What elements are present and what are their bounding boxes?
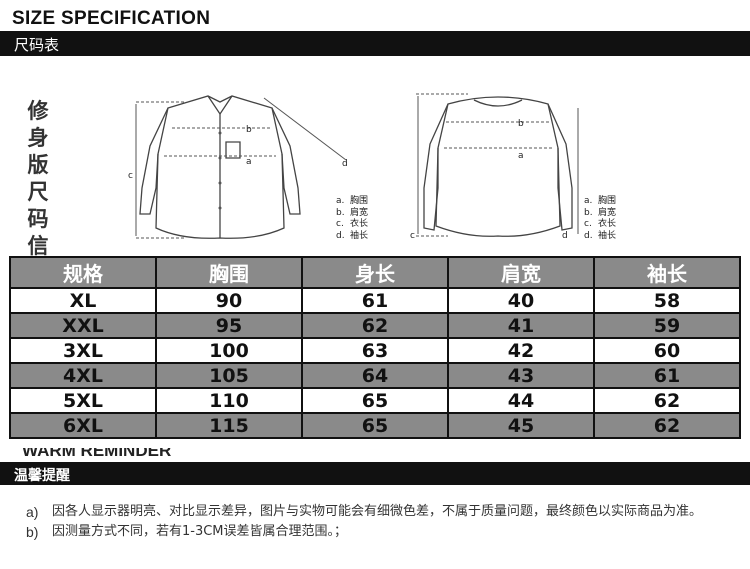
front-diagram-legend: a.胸围 b.肩宽 c.衣长 d.袖长	[336, 196, 369, 241]
table-row: 5XL 110 65 44 62	[9, 387, 741, 414]
table-cell: 61	[593, 362, 741, 389]
table-cell: XL	[9, 287, 157, 314]
table-cell: 105	[155, 362, 303, 389]
table-row: 4XL 105 64 43 61	[9, 362, 741, 389]
table-cell: 60	[593, 337, 741, 364]
shirt-front-diagram: b a c d	[128, 95, 348, 239]
note-item: b) 因测量方式不同，若有1-3CM误差皆属合理范围。；	[26, 522, 726, 542]
back-marker-c: c	[410, 231, 415, 241]
table-row: 3XL 100 63 42 60	[9, 337, 741, 364]
note-marker: b)	[26, 524, 39, 540]
back-diagram-legend: a.胸围 b.肩宽 c.衣长 d.袖长	[584, 196, 617, 241]
table-cell: 58	[593, 287, 741, 314]
size-chart-bar: 尺码表	[0, 31, 750, 56]
header-sleeve: 袖长	[593, 256, 741, 289]
marker-b: b	[246, 125, 252, 135]
note-text: 因各人显示器明亮、对比显示差异，图片与实物可能会有细微色差，不属于质量问题，最终…	[52, 504, 703, 519]
table-cell: 42	[447, 337, 595, 364]
table-cell: 100	[155, 337, 303, 364]
warm-reminder-title: 温馨提醒	[14, 468, 70, 484]
table-cell: 44	[447, 387, 595, 414]
header-length: 身长	[301, 256, 449, 289]
back-marker-d: d	[562, 231, 568, 241]
table-cell: 4XL	[9, 362, 157, 389]
table-cell: 45	[447, 412, 595, 439]
note-text: 因测量方式不同，若有1-3CM误差皆属合理范围。；	[52, 524, 348, 539]
table-row: XL 90 61 40 58	[9, 287, 741, 314]
table-cell: 43	[447, 362, 595, 389]
header-shoulder: 肩宽	[447, 256, 595, 289]
table-cell: 61	[301, 287, 449, 314]
warm-reminder-bar: 温馨提醒	[0, 462, 750, 485]
table-cell: 41	[447, 312, 595, 339]
table-row: XXL 95 62 41 59	[9, 312, 741, 339]
table-cell: XXL	[9, 312, 157, 339]
marker-d: d	[342, 159, 348, 169]
size-table: 规格 胸围 身长 肩宽 袖长 XL 90 61 40 58 XXL 95 62 …	[9, 256, 741, 439]
header-size: 规格	[9, 256, 157, 289]
table-cell: 62	[593, 387, 741, 414]
table-cell: 90	[155, 287, 303, 314]
table-row: 6XL 115 65 45 62	[9, 412, 741, 439]
note-marker: a)	[26, 504, 39, 520]
note-item: a) 因各人显示器明亮、对比显示差异，图片与实物可能会有细微色差，不属于质量问题…	[26, 502, 726, 522]
table-cell: 63	[301, 337, 449, 364]
table-cell: 95	[155, 312, 303, 339]
table-cell: 115	[155, 412, 303, 439]
table-cell: 110	[155, 387, 303, 414]
table-cell: 62	[301, 312, 449, 339]
table-cell: 65	[301, 412, 449, 439]
reminder-notes: a) 因各人显示器明亮、对比显示差异，图片与实物可能会有细微色差，不属于质量问题…	[26, 502, 726, 542]
table-cell: 5XL	[9, 387, 157, 414]
marker-c: c	[128, 171, 133, 181]
size-spec-title: SIZE SPECIFICATION	[12, 8, 211, 29]
table-header-row: 规格 胸围 身长 肩宽 袖长	[9, 256, 741, 289]
table-cell: 40	[447, 287, 595, 314]
size-chart-label: 尺码表	[14, 36, 60, 54]
table-cell: 65	[301, 387, 449, 414]
header-chest: 胸围	[155, 256, 303, 289]
table-cell: 3XL	[9, 337, 157, 364]
shirt-back-diagram: b a c d	[410, 93, 579, 241]
table-cell: 59	[593, 312, 741, 339]
back-marker-b: b	[518, 119, 524, 129]
table-cell: 62	[593, 412, 741, 439]
marker-a: a	[246, 157, 252, 167]
back-marker-a: a	[518, 151, 524, 161]
table-cell: 6XL	[9, 412, 157, 439]
table-cell: 64	[301, 362, 449, 389]
warm-reminder-english: WARM REMINDER	[22, 448, 172, 459]
